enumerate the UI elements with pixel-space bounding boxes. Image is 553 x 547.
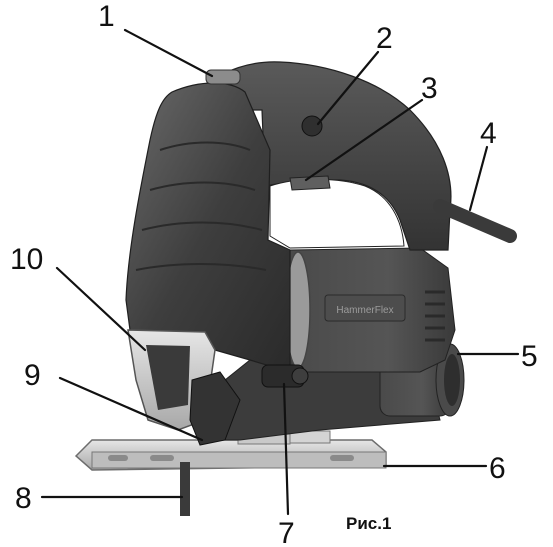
grip-ribs <box>135 141 267 271</box>
base-plate <box>74 430 387 471</box>
callout-numbers: 1 2 3 4 5 6 7 8 9 10 <box>10 0 538 547</box>
leader-2 <box>316 50 380 126</box>
callout-5: 5 <box>521 340 538 373</box>
leader-3 <box>304 98 424 182</box>
callout-7: 7 <box>278 517 295 547</box>
callout-9: 9 <box>24 359 41 392</box>
leader-4 <box>468 145 489 212</box>
callout-2: 2 <box>376 22 393 55</box>
jigsaw-illustration: HammerFlex <box>74 61 517 516</box>
power-cord <box>433 199 517 243</box>
power-switch <box>205 69 241 85</box>
blade-clamp <box>189 371 241 446</box>
leader-10 <box>55 266 147 352</box>
callout-1: 1 <box>98 0 115 33</box>
front-body <box>125 82 291 373</box>
leader-9 <box>58 376 204 442</box>
callout-leaders <box>40 28 520 516</box>
callout-10: 10 <box>10 243 43 276</box>
saw-blade <box>180 462 190 516</box>
lock-button <box>301 115 323 137</box>
leader-7 <box>282 382 290 516</box>
callout-4: 4 <box>480 117 497 150</box>
leader-1 <box>123 28 214 78</box>
brand-plate: HammerFlex <box>336 305 393 316</box>
callout-3: 3 <box>421 72 438 105</box>
callout-8: 8 <box>15 482 32 515</box>
motor-vents <box>425 290 445 342</box>
callout-6: 6 <box>489 452 506 485</box>
figure-caption: Рис.1 <box>346 514 391 533</box>
trigger <box>289 175 331 191</box>
